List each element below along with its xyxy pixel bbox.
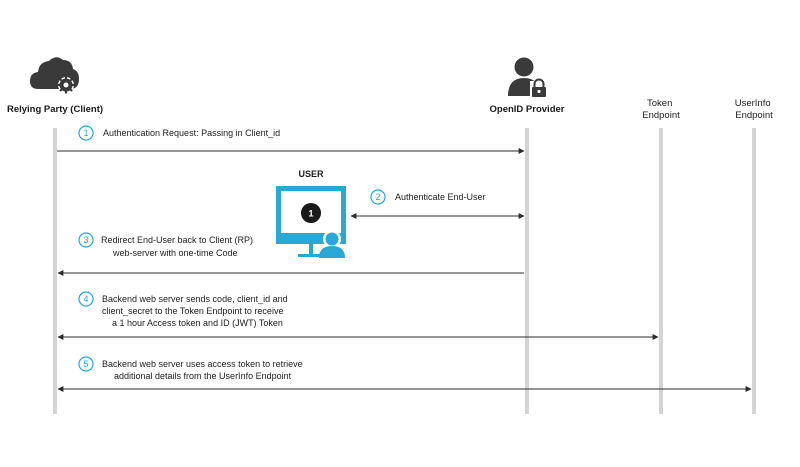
user-label: USER (298, 169, 324, 179)
user-monitor-icon: 1 (276, 186, 346, 258)
svg-text:3: 3 (83, 235, 88, 245)
svg-text:5: 5 (83, 359, 88, 369)
svg-text:4: 4 (83, 294, 88, 304)
openid-provider-label: OpenID Provider (490, 104, 565, 115)
step-text: Authentication Request: Passing in Clien… (103, 128, 280, 138)
token-endpoint-label: Token Endpoint (642, 98, 680, 121)
step-1: 1 Authentication Request: Passing in Cli… (57, 125, 525, 154)
svg-text:1: 1 (308, 209, 313, 219)
step-number-badge (78, 125, 94, 141)
step-4: 4 Backend web server sends code, client_… (57, 291, 659, 340)
step-number-badge (78, 356, 94, 372)
svg-text:2: 2 (375, 192, 380, 202)
user-lock-icon (508, 57, 548, 98)
step-text: Backend web server uses access token to … (102, 359, 305, 381)
relying-party-label: Relying Party (Client) (7, 104, 103, 115)
step-3: 3 Redirect End-User back to Client (RP) … (57, 232, 524, 276)
step-5: 5 Backend web server uses access token t… (57, 356, 752, 392)
step-text: Redirect End-User back to Client (RP) we… (101, 235, 256, 258)
step-number-badge (370, 189, 386, 205)
step-text: Authenticate End-User (395, 192, 486, 202)
step-text: Backend web server sends code, client_id… (102, 294, 290, 328)
userinfo-endpoint-label: UserInfo Endpoint (735, 98, 774, 121)
step-number-badge (78, 232, 94, 248)
step-2: 2 Authenticate End-User (350, 189, 525, 219)
svg-text:1: 1 (83, 128, 88, 138)
step-number-badge (78, 291, 94, 307)
cloud-gear-icon (30, 57, 79, 94)
